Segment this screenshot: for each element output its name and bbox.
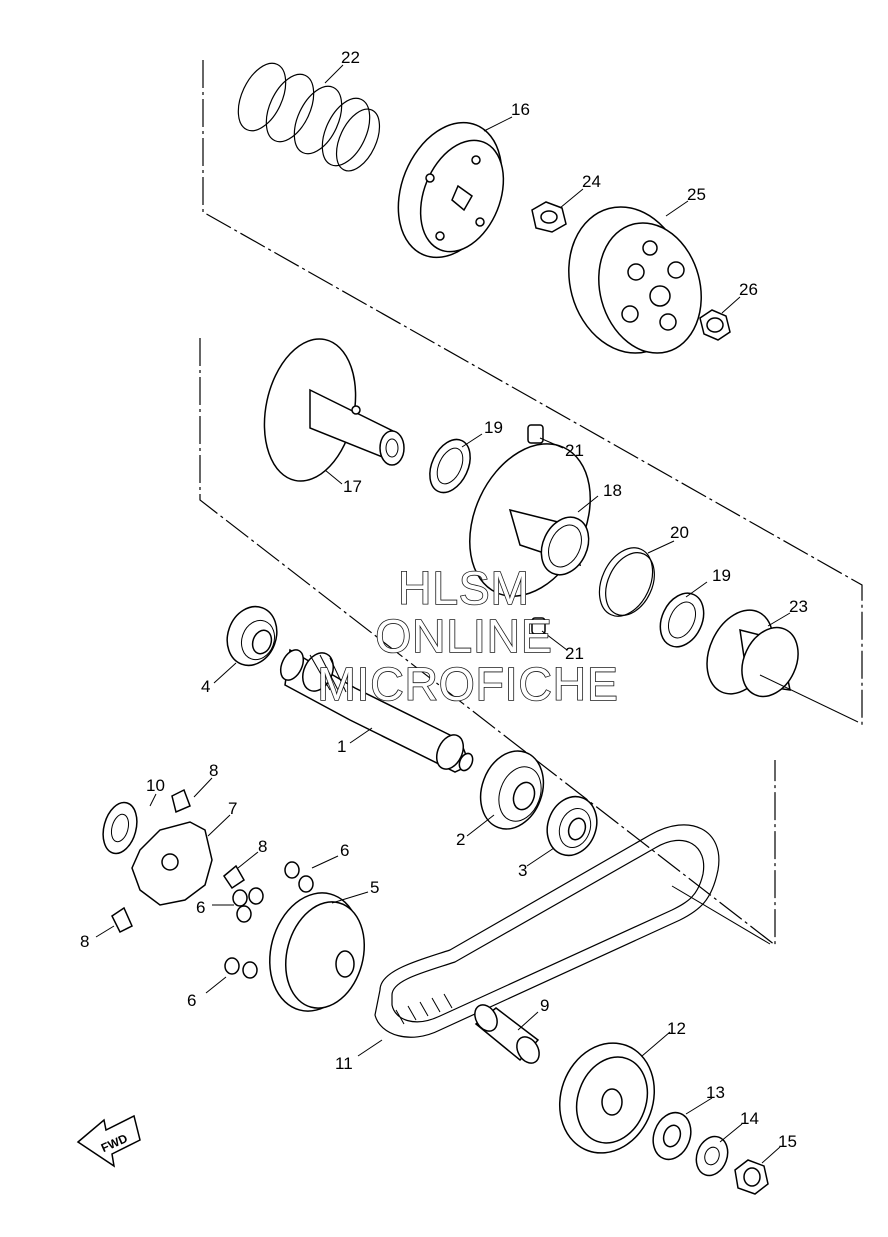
callout-16: 16: [511, 100, 530, 119]
weight-roller-set-c: [224, 957, 258, 979]
callout-5: 5: [370, 878, 379, 897]
callout-8-top: 8: [209, 761, 218, 780]
primary-sliding-sheave: [269, 892, 366, 1012]
callout-25: 25: [687, 185, 706, 204]
callout-13: 13: [706, 1083, 725, 1102]
callout-3: 3: [518, 861, 527, 880]
oil-seal-upper: [429, 438, 471, 494]
leader-lines: [95, 64, 859, 1164]
clutch-spring: [237, 62, 381, 172]
slider-a: [171, 788, 191, 814]
watermark-line-3: MICROFICHE: [317, 658, 618, 710]
callout-14: 14: [740, 1109, 759, 1128]
plain-washer: [695, 1135, 729, 1177]
callout-2: 2: [456, 830, 465, 849]
group-outline-clutch: [199, 60, 863, 947]
primary-fixed-sheave: [558, 1042, 656, 1154]
weight-roller-set-b: [232, 887, 264, 923]
watermark: HLSM ONLINE MICROFICHE: [317, 561, 619, 711]
slider-c: [111, 906, 133, 934]
callout-18: 18: [603, 481, 622, 500]
watermark-line-1: HLSM: [398, 562, 530, 614]
sheave-nut: [734, 1159, 769, 1195]
drive-shaft: [279, 648, 474, 773]
kick-starter-gear: [652, 1111, 692, 1161]
callout-17: 17: [343, 477, 362, 496]
callout-6-mid: 6: [196, 898, 205, 917]
v-belt: [374, 824, 720, 1038]
spring-seat-collar: [706, 609, 799, 698]
callout-9: 9: [540, 996, 549, 1015]
callout-6-top: 6: [340, 841, 349, 860]
guide-pin-upper: [527, 424, 544, 444]
callout-1: 1: [337, 737, 346, 756]
flange-nut: [699, 309, 731, 341]
clutch-carrier: [397, 121, 505, 259]
nut: [531, 201, 567, 233]
oil-seal: [546, 795, 598, 857]
callout-8-bottom: 8: [80, 932, 89, 951]
callout-21-lower: 21: [565, 644, 584, 663]
secondary-sliding-sheave: [469, 443, 591, 597]
callout-26: 26: [739, 280, 758, 299]
slider-b: [223, 864, 245, 890]
callout-12: 12: [667, 1019, 686, 1038]
callout-6-bottom: 6: [187, 991, 196, 1010]
callout-10: 10: [146, 776, 165, 795]
secondary-fixed-sheave: [263, 338, 405, 482]
oil-seal-lower: [659, 592, 705, 648]
bearing-upper: [226, 605, 278, 667]
forward-direction-arrow: FWD: [76, 1114, 141, 1168]
guide-pin-lower: [531, 617, 546, 635]
cam-plate: [131, 821, 213, 906]
callout-19-upper: 19: [484, 418, 503, 437]
callout-numbers: 22 16 24 25 26 19 21 18 17 20 19 23 21 4…: [80, 48, 808, 1151]
o-ring: [598, 547, 655, 617]
callout-11: 11: [335, 1054, 353, 1073]
callout-4: 4: [201, 677, 210, 696]
collar: [474, 1004, 540, 1064]
callout-24: 24: [582, 172, 601, 191]
washer: [102, 801, 138, 855]
callout-21-upper: 21: [565, 441, 584, 460]
callout-15: 15: [778, 1132, 797, 1151]
clutch-housing: [568, 206, 702, 354]
callout-22: 22: [341, 48, 360, 67]
weight-roller-set-a: [284, 861, 314, 893]
callout-8-mid: 8: [258, 837, 267, 856]
watermark-line-2: ONLINE: [375, 610, 552, 662]
callout-7: 7: [228, 799, 237, 818]
bearing-lower: [479, 750, 545, 830]
callout-19-lower: 19: [712, 566, 731, 585]
callout-23: 23: [789, 597, 808, 616]
callout-20: 20: [670, 523, 689, 542]
